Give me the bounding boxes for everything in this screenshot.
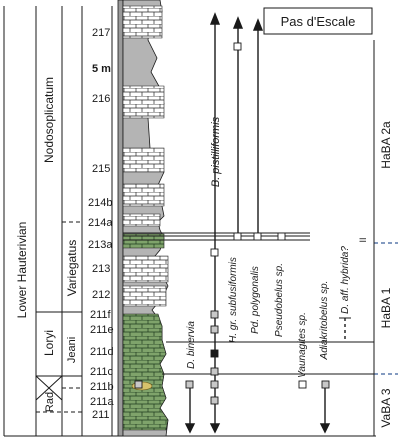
taxon-label: Pd. polygonalis	[250, 266, 261, 334]
limestone-bed-213	[122, 255, 169, 283]
occurrence-marker	[210, 248, 219, 257]
bed-number: 211c	[90, 366, 114, 378]
bed-number: 211a	[90, 396, 115, 408]
occurrence-marker	[233, 232, 242, 241]
green-bed-213a	[122, 233, 165, 249]
taxon-label: D. aff. hybrida?	[340, 246, 351, 314]
zone-label-loryi: Loryi	[42, 330, 56, 356]
limestone-bed-216	[122, 85, 165, 119]
lithology-log	[117, 0, 169, 437]
occurrence-marker	[253, 232, 262, 241]
bed-number: 211b	[90, 381, 114, 393]
bed-number: 217	[92, 27, 110, 39]
occurrence-marker	[321, 380, 330, 389]
taxon-label: B. pistilliformis	[210, 116, 222, 187]
scale-label: 5 m	[92, 63, 111, 75]
occurrence-marker	[210, 349, 219, 358]
limestone-bed-214b	[122, 183, 165, 207]
limestone-bed-215	[122, 147, 165, 173]
limestone-bed-214a	[122, 213, 161, 227]
roman-numeral-marker: II	[358, 237, 368, 242]
bed-number: 214b	[88, 197, 112, 209]
occurrence-marker	[210, 380, 219, 389]
zone-label-radiatus: Rad	[44, 392, 56, 412]
bed-number: 212	[92, 289, 110, 301]
zone-label-variegatus: Variegatus	[65, 240, 79, 296]
assemblage-label-haba-2a: HaBA 2a	[379, 121, 393, 169]
bed-number: 211d	[90, 346, 114, 358]
bed-number: 211f	[90, 309, 112, 321]
occurrence-marker	[298, 380, 307, 389]
taxon-label: Pseudobelus sp.	[274, 263, 285, 337]
stage-label: Lower Hauterivian	[15, 222, 29, 319]
occurrence-marker	[233, 42, 242, 51]
occurrence-marker	[210, 310, 219, 319]
occurrence-marker	[185, 380, 194, 389]
locality-box	[263, 7, 373, 35]
zone-label-jeani: Jeani	[66, 337, 78, 363]
zone-label-nodosoplicatum: Nodosoplicatum	[42, 77, 56, 163]
limestone-bed-212	[122, 285, 167, 307]
occurrence-marker	[210, 367, 219, 376]
bed-numbers: 217 5 m 216 215 214b 214a 213a 213 212 2…	[88, 27, 115, 421]
occurrence-marker	[210, 325, 219, 334]
occurrence-markers	[134, 42, 330, 405]
green-beds-211	[122, 313, 169, 431]
bed-number: 216	[92, 93, 110, 105]
bed-number: 215	[92, 163, 110, 175]
occurrence-marker	[277, 232, 286, 241]
bed-number: 213	[92, 263, 110, 275]
bed-number: 214a	[88, 217, 113, 229]
locality-title: Pas d'Escale	[281, 14, 356, 29]
limestone-bed-217	[122, 5, 163, 39]
taxon-label: Vaunagites sp.	[297, 312, 308, 378]
bed-number: 213a	[88, 239, 113, 251]
zone-columns	[3, 6, 376, 437]
taxon-labels: B. pistilliformis H. gr. subfusiformis P…	[186, 116, 351, 378]
assemblage-label-haba-1: HaBA 1	[379, 287, 393, 328]
bed-number: 211e	[90, 324, 114, 336]
taxon-label: D. binervia	[186, 321, 197, 369]
taxon-label: H. gr. subfusiformis	[228, 257, 239, 343]
bed-number: 211	[92, 409, 110, 421]
taxon-label: Adiakritobelus sp.	[319, 281, 330, 361]
occurrence-marker	[210, 396, 219, 405]
taxon-ranges	[184, 12, 351, 434]
occurrence-marker	[134, 380, 143, 389]
assemblage-label-vaba-3: VaBA 3	[379, 388, 393, 427]
